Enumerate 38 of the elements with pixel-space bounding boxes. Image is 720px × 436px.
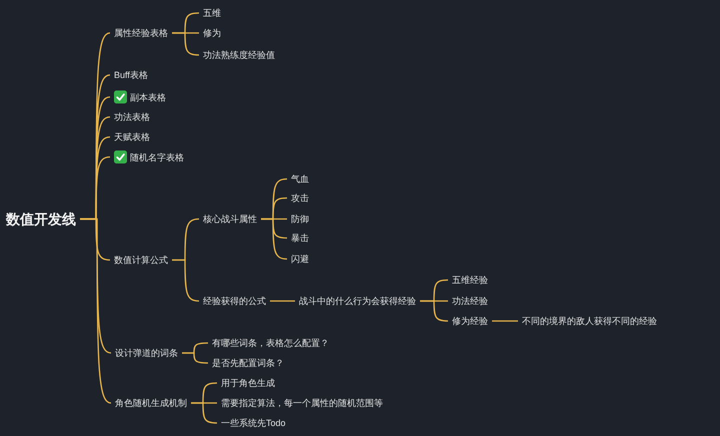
topic-label: Buff表格: [110, 69, 152, 81]
branch-line: [172, 32, 200, 56]
topic-label: 属性经验表格: [110, 27, 172, 39]
topic-label: 核心战斗属性: [199, 213, 261, 225]
branch-line: [191, 402, 218, 424]
topic-label: 有哪些词条，表格怎么配置？: [208, 337, 333, 349]
topic-label: 五维经验: [448, 274, 492, 286]
topic-label: 设计弹道的词条: [111, 347, 182, 359]
topic-label: 战斗中的什么行为会获得经验: [295, 295, 420, 307]
topic-label: 功法表格: [110, 111, 154, 123]
branch-line: [182, 352, 208, 364]
topic-label: 功法经验: [448, 295, 492, 307]
topic-label: 天赋表格: [110, 131, 154, 143]
topic-label: 随机名字表格: [130, 151, 184, 163]
topic-label: 需要指定算法，每一个属性的随机范围等: [217, 397, 387, 409]
topic-label: 角色随机生成机制: [111, 397, 191, 409]
central-topic: 数值开发线: [2, 210, 80, 228]
branch-line: [420, 300, 448, 322]
topic-label: 暴击: [287, 232, 313, 244]
topic-label: 闪避: [287, 253, 313, 265]
topic-label: 五维: [199, 7, 225, 19]
topic-label: 一些系统先Todo: [217, 417, 290, 429]
topic-label: 经验获得的公式: [199, 295, 270, 307]
branch-line: [492, 320, 518, 322]
topic-label: 攻击: [287, 192, 313, 204]
topic-label: 修为: [199, 27, 225, 39]
topic-label: 防御: [287, 213, 313, 225]
topic-label: 数值计算公式: [110, 254, 172, 266]
topic-label: 不同的境界的敌人获得不同的经验: [518, 315, 661, 327]
branch-line: [261, 218, 288, 260]
topic-label: 气血: [287, 173, 313, 185]
topic-label: 修为经验: [448, 315, 492, 327]
branch-line: [172, 259, 200, 302]
topic-label: 是否先配置词条？: [208, 357, 288, 369]
branch-line: [270, 300, 295, 302]
topic-label: 功法熟练度经验值: [199, 49, 279, 61]
topic-label: 副本表格: [130, 91, 166, 103]
topic-label: 用于角色生成: [217, 377, 279, 389]
